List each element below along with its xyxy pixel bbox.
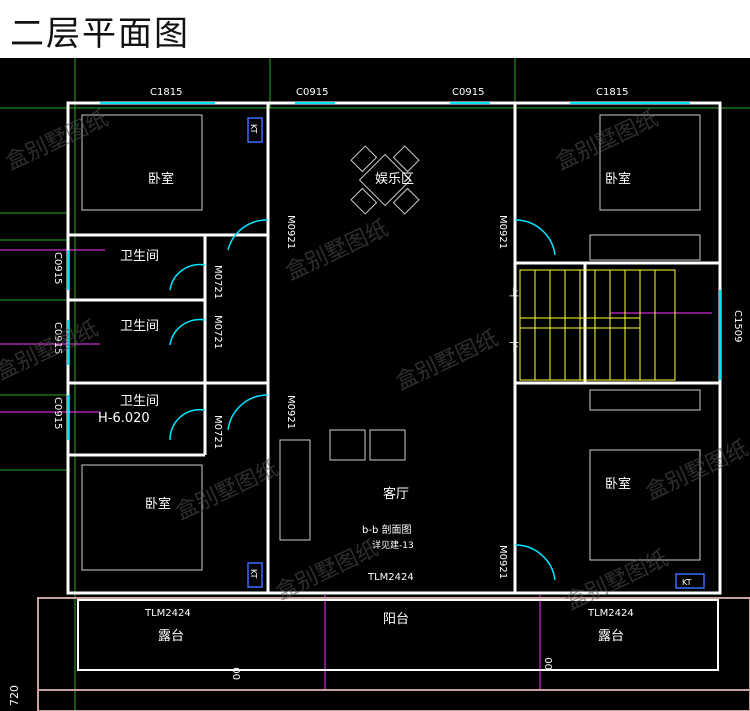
windows — [67, 102, 721, 440]
door-label: M0921 — [285, 215, 296, 249]
walls — [66, 101, 722, 595]
door-label: TLM2424 — [587, 608, 634, 619]
kt-label: KT — [682, 578, 692, 587]
window-label: C1509 — [732, 310, 743, 342]
staircase — [519, 269, 676, 381]
floor-plan: C1815 C0915 C0915 C1815 C0915 C0915 C091… — [0, 58, 750, 711]
window-label: C0915 — [52, 252, 63, 284]
kt-label: KT — [249, 124, 258, 134]
room-label-terrace: 露台 — [598, 629, 624, 644]
elevation-label: H-6.020 — [98, 411, 150, 426]
room-label-entertainment: 娱乐区 — [375, 172, 414, 187]
terrace — [37, 597, 750, 711]
room-label-bathroom: 卫生间 — [120, 249, 159, 264]
door-label: TLM2424 — [367, 572, 414, 583]
room-label-balcony: 阳台 — [383, 612, 409, 627]
room-label-bedroom: 卧室 — [605, 476, 631, 492]
section-label: b-b 剖面图 — [362, 523, 411, 536]
door-labels: M0921 M0921 M0721 M0721 M0921 M0721 M092… — [144, 215, 634, 619]
room-label-bedroom: 卧室 — [148, 171, 174, 187]
room-label-living: 客厅 — [383, 486, 409, 502]
door-label: M0721 — [212, 315, 223, 349]
dimension-label: 720 — [8, 685, 21, 706]
door-label: TLM2424 — [144, 608, 191, 619]
kt-boxes — [247, 117, 705, 589]
dimension-label: 00 — [232, 667, 243, 680]
doors — [169, 219, 556, 581]
window-label: C0915 — [296, 87, 328, 98]
room-label-bedroom: 卧室 — [145, 496, 171, 512]
dimension-label: 00 — [544, 657, 555, 670]
room-label-terrace: 露台 — [158, 629, 184, 644]
page-title: 二层平面图 — [10, 14, 190, 54]
door-label: M0721 — [212, 415, 223, 449]
section-ref-label: 详见建-13 — [372, 539, 414, 551]
door-label: M0921 — [497, 545, 508, 579]
room-label-bedroom: 卧室 — [605, 171, 631, 187]
door-label: M0721 — [212, 265, 223, 299]
window-label: C1815 — [596, 87, 628, 98]
window-label: C0915 — [452, 87, 484, 98]
header-bar: 二层平面图 — [0, 0, 750, 58]
window-label: C0915 — [52, 322, 63, 354]
room-label-bathroom: 卫生间 — [120, 394, 159, 409]
furniture — [81, 114, 701, 571]
stair-up-label: 上 — [509, 287, 519, 299]
window-labels: C1815 C0915 C0915 C1815 C0915 C0915 C091… — [52, 87, 743, 429]
window-label: C0915 — [52, 397, 63, 429]
grid-lines — [0, 58, 750, 711]
room-labels: 卧室 娱乐区 卧室 卫生间 卫生间 卫生间 卧室 客厅 卧室 阳台 露台 露台 — [120, 171, 631, 644]
stair-down-label: 下 — [509, 342, 519, 353]
door-label: M0921 — [497, 215, 508, 249]
room-label-bathroom: 卫生间 — [120, 319, 159, 334]
window-label: C1815 — [150, 87, 182, 98]
kt-label: KT — [249, 569, 258, 579]
misc-labels: H-6.020 KT KT KT b-b 剖面图 详见建-13 上 下 720 … — [8, 124, 692, 706]
door-label: M0921 — [285, 395, 296, 429]
